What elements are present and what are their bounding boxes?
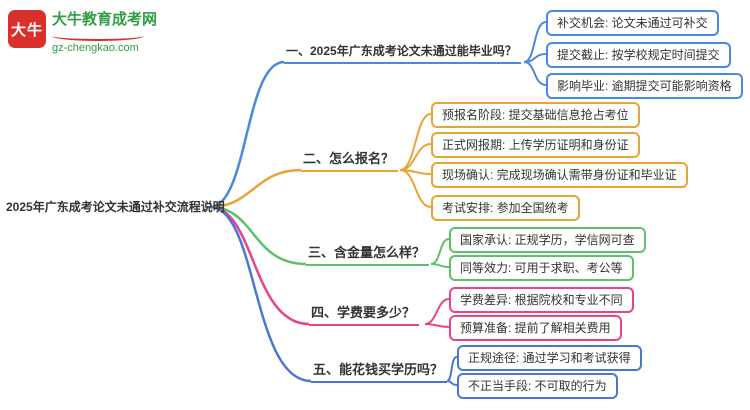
connector-branch1-leaf3 [523,61,547,86]
logo-brand: 大牛教育成考网 [52,11,158,28]
leaf-node: 学费差异: 根据院校和专业不同 [449,287,634,313]
logo-text-block: 大牛教育成考网 gz-chengkao.com [52,10,157,55]
leaf-node: 现场确认: 完成现场确认需带身份证和毕业证 [431,162,688,188]
connector-branch5-leaf2 [446,380,458,386]
connector-branch3-leaf1 [430,238,450,265]
leaf-node: 不正当手段: 不可取的行为 [457,373,618,399]
logo-domain: gz-chengkao.com [52,42,139,54]
logo-swoosh-decoration [52,31,144,41]
leaf-node: 正式网报期: 上传学历证明和身份证 [431,132,640,158]
logo-icon-text: 大牛 [10,21,43,39]
leaf-node: 提交截止: 按学校规定时间提交 [546,42,731,68]
leaf-node: 预报名阶段: 提交基础信息抢占考位 [431,102,640,128]
connector-root-branch3 [209,205,307,266]
connector-branch1-leaf2 [523,53,547,63]
connector-root-branch4 [209,205,310,326]
connector-branch5-leaf1 [446,356,458,382]
connector-branch4-leaf2 [424,323,450,328]
connector-branch1-leaf1 [523,21,547,63]
leaf-node: 正规途径: 通过学习和考试获得 [457,345,642,371]
branch-node-4: 四、学费要多少？ [309,304,420,326]
leaf-node: 同等效力: 可用于求职、考公等 [449,255,634,281]
leaf-node: 影响毕业: 逾期提交可能影响资格 [546,73,743,99]
connector-branch2-leaf4 [399,169,432,208]
connector-root-branch1 [209,60,285,209]
leaf-node: 预算准备: 提前了解相关费用 [449,315,622,341]
leaf-node: 考试安排: 参加全国统考 [431,195,580,221]
connector-root-branch5 [209,205,312,383]
connector-branch2-leaf3 [399,169,432,175]
leaf-node: 补交机会: 论文未通过可补交 [546,10,719,36]
branch-node-3: 三、含金量怎么样？ [306,244,430,266]
logo-icon: 大牛 [8,10,46,48]
branch-node-2: 二、怎么报名？ [301,150,399,172]
leaf-node: 国家承认: 正规学历，学信网可查 [449,227,646,253]
connector-branch3-leaf2 [430,263,450,268]
branch-node-1: 一、2025年广东成考论文未通过能毕业吗？ [284,42,521,64]
branch-node-5: 五、能花钱买学历吗？ [311,361,448,383]
connector-branch2-leaf1 [399,113,432,171]
mindmap-root-node: 2025年广东成考论文未通过补交流程说明 [6,200,225,214]
site-logo: 大牛 大牛教育成考网 gz-chengkao.com [8,10,157,55]
connector-branch4-leaf1 [424,298,450,325]
connector-branch2-leaf2 [399,143,432,171]
